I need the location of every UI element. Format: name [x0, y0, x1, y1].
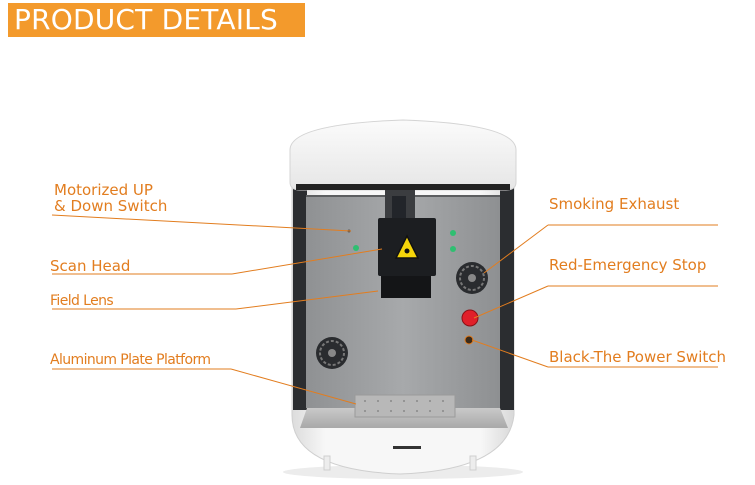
label-motorized-switch-line1: Motorized UP [54, 181, 153, 199]
emergency-stop-button [461, 309, 479, 327]
fan-vent-icon [316, 337, 348, 369]
label-power-switch: Black-The Power Switch [549, 348, 726, 366]
label-scan-head: Scan Head [50, 257, 131, 275]
label-motorized-switch-line2: & Down Switch [54, 197, 168, 215]
page-title: PRODUCT DETAILS [8, 3, 305, 37]
label-field-lens: Field Lens [50, 293, 114, 309]
label-emergency-stop: Red-Emergency Stop [549, 256, 707, 274]
laser-warning-icon [394, 234, 420, 259]
label-platform: Aluminum Plate Platform [50, 352, 211, 368]
power-switch [464, 335, 474, 345]
label-smoking-exhaust: Smoking Exhaust [549, 195, 680, 213]
fan-vent-icon [456, 262, 488, 294]
